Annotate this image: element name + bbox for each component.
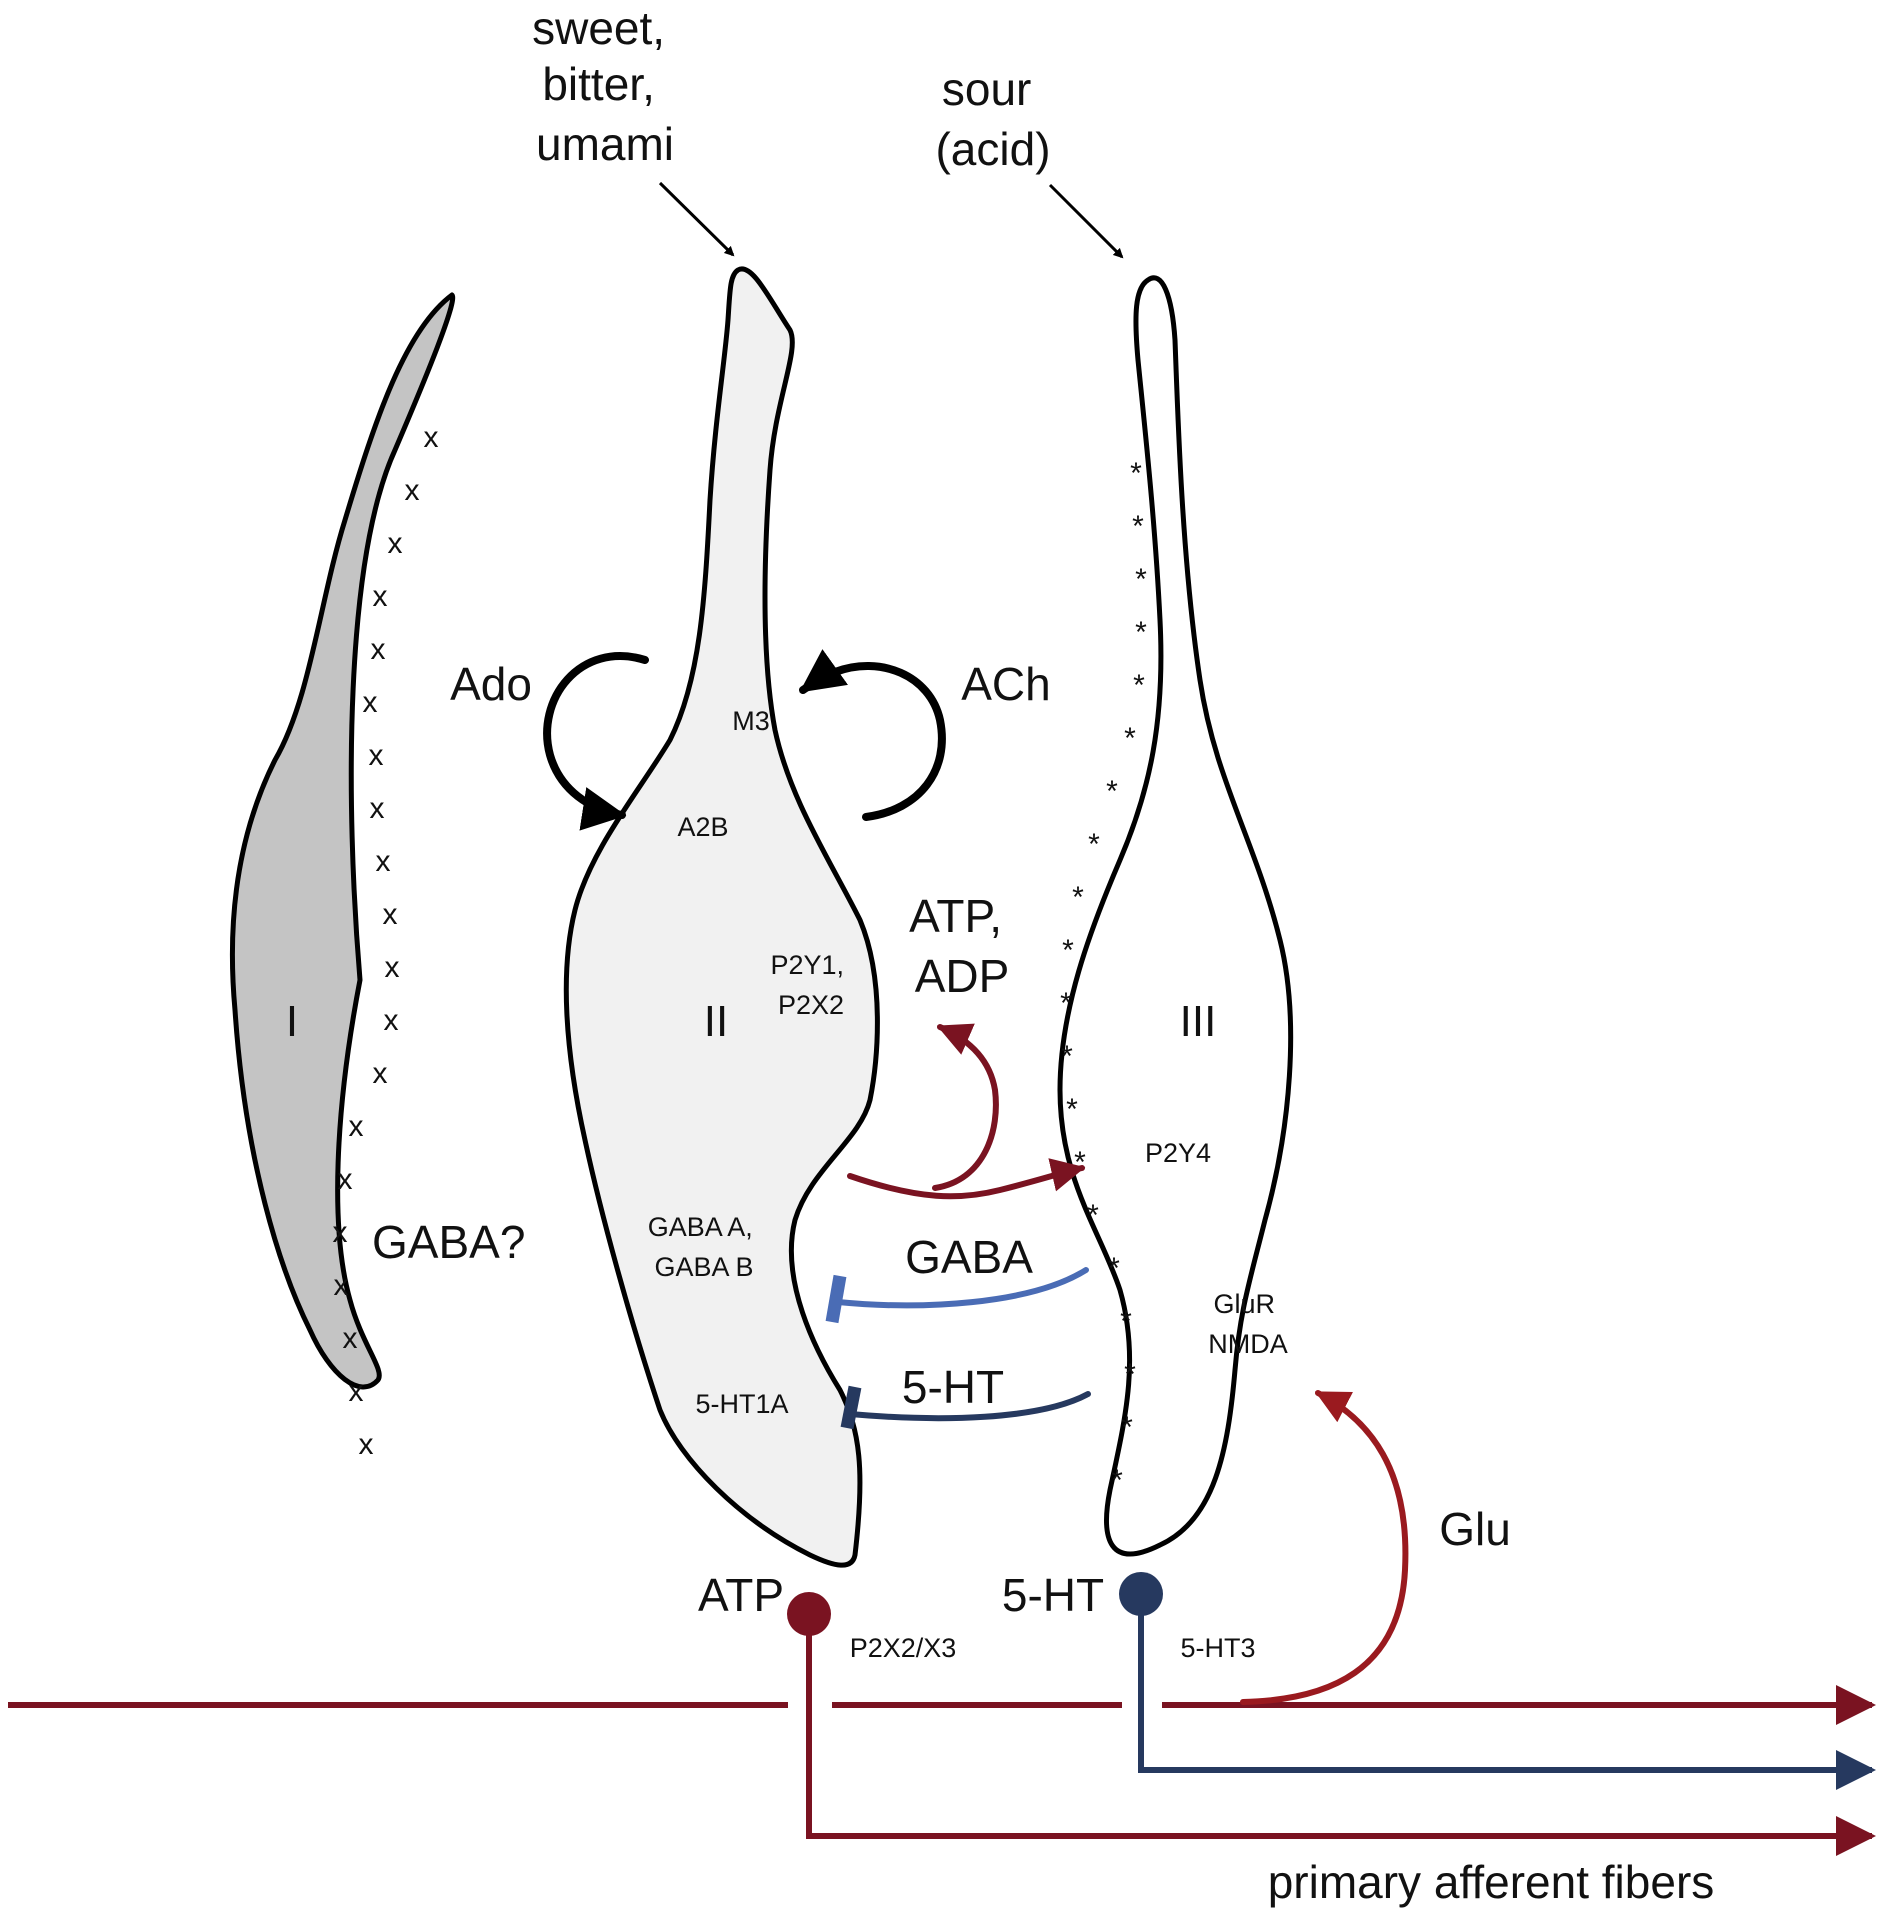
type-1-marker: x — [349, 1110, 364, 1143]
type-1-marker: x — [373, 1057, 388, 1090]
glu-label: Glu — [1439, 1503, 1511, 1555]
atp-autocrine-arrow — [932, 1023, 999, 1191]
type-1-cell — [229, 292, 456, 1390]
stimulus-sweet-arrow — [658, 181, 735, 257]
serotonin-release-label: 5-HT — [1002, 1569, 1104, 1621]
type-3-marker: * — [1111, 1464, 1123, 1497]
receptor-p2x2x3-label: P2X2/X3 — [850, 1633, 957, 1663]
type-3-marker: * — [1088, 828, 1100, 861]
receptor-gaba-ab-label: GABA A, GABA B — [648, 1212, 761, 1282]
receptor-p2y1-label: P2Y1, P2X2 — [770, 950, 851, 1020]
type-3-marker: * — [1066, 1093, 1078, 1126]
type-1-marker: x — [363, 686, 378, 719]
type-3-cell — [1057, 275, 1294, 1557]
type-3-marker: * — [1074, 1146, 1086, 1179]
type-3-marker: * — [1124, 722, 1136, 755]
type-3-marker: * — [1108, 1252, 1120, 1285]
type-1-marker: x — [383, 898, 398, 931]
gaba-question-label: GABA? — [372, 1216, 525, 1268]
stimulus-sour-label: sour (acid) — [935, 63, 1050, 175]
type-1-marker: x — [388, 527, 403, 560]
type-3-marker: * — [1135, 563, 1147, 596]
serotonin-afferent-fiber — [1138, 1605, 1876, 1790]
type-3-marker: * — [1060, 987, 1072, 1020]
primary-afferent-fibers-label: primary afferent fibers — [1268, 1856, 1715, 1908]
ado-loop-arrow — [543, 652, 649, 831]
glu-feedback-arrow — [1240, 1390, 1409, 1705]
receptor-5ht1a-label: 5-HT1A — [695, 1389, 788, 1419]
stimulus-sweet-label: sweet, bitter, umami — [532, 2, 678, 170]
type-3-marker: * — [1062, 934, 1074, 967]
type-1-marker: x — [334, 1269, 349, 1302]
type-3-marker-column: * * * * * * * * * * * * * * * * * * * * — [1060, 457, 1147, 1497]
type-1-marker: x — [369, 739, 384, 772]
serotonin-inhibition-bar — [840, 1385, 862, 1430]
type-1-marker: x — [343, 1322, 358, 1355]
type-3-marker: * — [1133, 669, 1145, 702]
type-1-marker: x — [373, 580, 388, 613]
type-3-marker: * — [1061, 1040, 1073, 1073]
cell-label-type-1: I — [286, 997, 298, 1046]
atp-to-type3-arrow — [847, 1158, 1086, 1200]
serotonin-inhibition-line — [847, 1391, 1091, 1422]
type-1-marker: x — [333, 1216, 348, 1249]
receptor-5ht3-label: 5-HT3 — [1180, 1633, 1255, 1663]
cell-label-type-3: III — [1180, 997, 1217, 1046]
ado-label: Ado — [450, 658, 532, 710]
gaba-inhibition-bar — [825, 1274, 847, 1324]
gaba-label: GABA — [905, 1231, 1033, 1283]
receptor-p2y4-label: P2Y4 — [1145, 1138, 1211, 1168]
atp-adp-label: ATP, ADP — [909, 890, 1015, 1002]
type-3-marker: * — [1135, 616, 1147, 649]
type-1-marker: x — [405, 474, 420, 507]
serotonin-label: 5-HT — [902, 1361, 1004, 1413]
type-1-marker: x — [359, 1428, 374, 1461]
type-1-marker: x — [371, 633, 386, 666]
type-3-marker: * — [1124, 1358, 1136, 1391]
type-2-cell — [563, 266, 880, 1568]
atp-afferent-fiber — [806, 1625, 1876, 1856]
cell-label-type-2: II — [704, 997, 728, 1046]
type-1-marker: x — [338, 1163, 353, 1196]
receptor-glur-label: GluR NMDA — [1208, 1289, 1288, 1359]
receptor-a2b-label: A2B — [677, 812, 728, 842]
ach-label: ACh — [961, 658, 1050, 710]
type-3-marker: * — [1130, 457, 1142, 490]
type-3-marker: * — [1087, 1199, 1099, 1232]
receptor-m3-label: M3 — [732, 706, 770, 736]
atp-release-label: ATP — [698, 1569, 784, 1621]
atp-release-terminal — [787, 1592, 831, 1636]
type-3-marker: * — [1106, 775, 1118, 808]
type-1-marker-column: x x x x x x x x x x x x x x x x x x x x — [333, 421, 439, 1461]
type-1-marker: x — [384, 1004, 399, 1037]
type-3-marker: * — [1121, 1411, 1133, 1444]
stimulus-sour-arrow — [1048, 183, 1124, 259]
type-3-marker: * — [1072, 881, 1084, 914]
type-1-marker: x — [385, 951, 400, 984]
type-1-marker: x — [376, 845, 391, 878]
ach-loop-arrow — [799, 649, 946, 821]
type-1-marker: x — [424, 421, 439, 454]
type-3-marker: * — [1120, 1305, 1132, 1338]
gaba-inhibition-line — [835, 1267, 1089, 1309]
type-1-marker: x — [370, 792, 385, 825]
serotonin-release-terminal — [1119, 1572, 1163, 1616]
type-1-marker: x — [349, 1375, 364, 1408]
type-3-marker: * — [1132, 510, 1144, 543]
